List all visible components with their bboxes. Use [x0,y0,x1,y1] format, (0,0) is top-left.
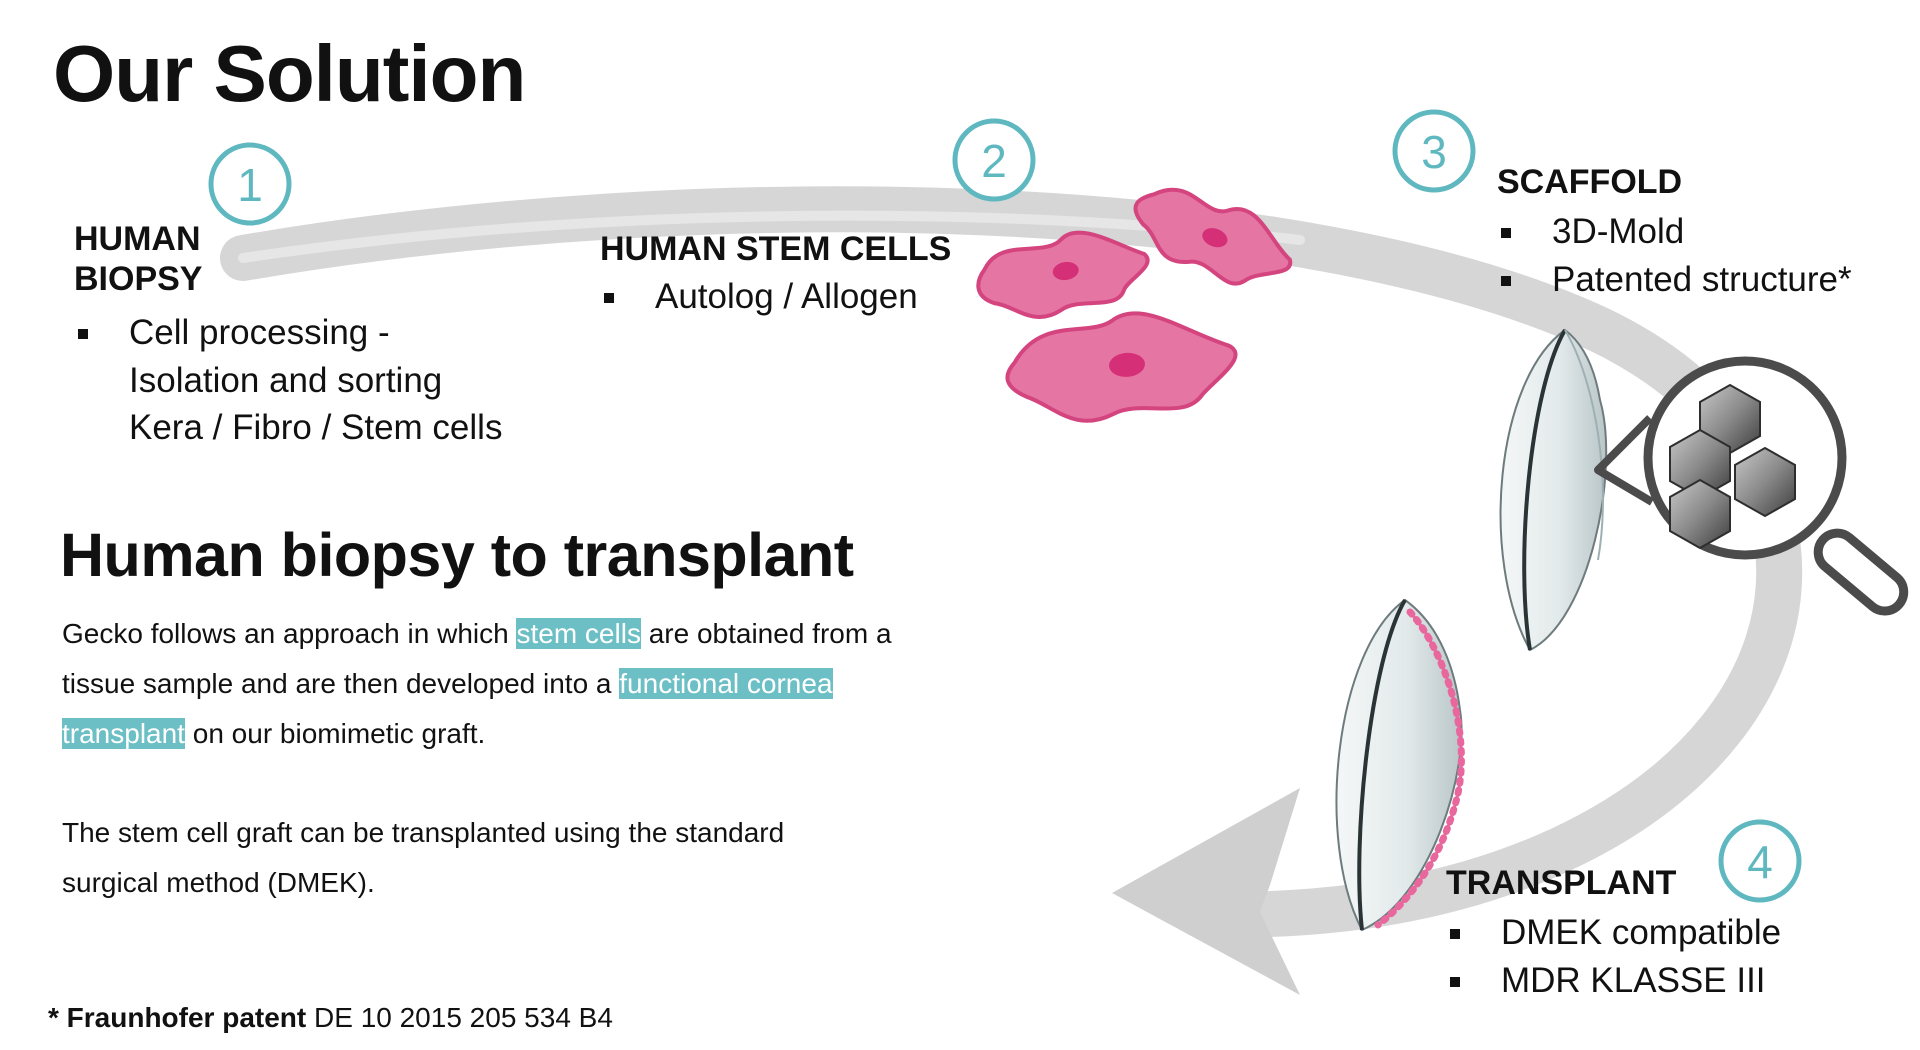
list-item: Autolog / Allogen [600,273,951,321]
stem-cell-icon [1005,311,1238,423]
step-4-number-icon: 4 [1718,819,1802,903]
list-item: Cell processing - [74,309,502,357]
step-2-heading: HUMAN STEM CELLS [600,230,952,268]
hexagon-scaffold-icon [1669,383,1796,550]
list-item: Patented structure* [1497,256,1852,304]
step-2-number-icon: 2 [952,118,1036,202]
step-3-heading: SCAFFOLD [1497,163,1683,201]
list-item: 3D-Mold [1497,208,1852,256]
list-item: DMEK compatible [1446,909,1781,957]
step-2-bullets: Autolog / Allogen [600,273,951,321]
svg-text:1: 1 [237,159,263,211]
section-paragraph-1: Gecko follows an approach in which stem … [62,618,892,749]
step-3-number-icon: 3 [1392,109,1476,193]
step-4-bullets: DMEK compatible MDR KLASSE III [1446,909,1781,1004]
stem-cell-icon [976,230,1150,319]
step-4-heading: TRANSPLANT [1446,864,1677,902]
svg-text:2: 2 [981,135,1007,187]
contact-lens-icon [1335,598,1465,932]
step-3-bullets: 3D-Mold Patented structure* [1497,208,1852,303]
footnote: * Fraunhofer patent DE 10 2015 205 534 B… [48,1002,613,1033]
contact-lens-icon [1499,328,1608,652]
step-3-block: SCAFFOLD 3D-Mold Patented structure* [1497,162,1852,303]
svg-text:3: 3 [1421,126,1447,178]
step-1-block: HUMAN BIOPSY Cell processing - Isolation… [74,219,502,452]
highlight-stem-cells: stem cells [516,618,641,649]
section-paragraph-2: The stem cell graft can be transplanted … [62,817,785,898]
page-title: Our Solution [53,29,526,118]
svg-text:4: 4 [1747,836,1773,888]
step-1-heading: HUMAN BIOPSY [74,220,203,299]
section-title: Human biopsy to transplant [60,521,854,589]
step-2-block: HUMAN STEM CELLS Autolog / Allogen [600,229,951,321]
step-1-number-icon: 1 [208,142,292,226]
step-4-block: TRANSPLANT DMEK compatible MDR KLASSE II… [1446,863,1781,1004]
magnifier-icon [1594,356,1909,616]
step-1-continuation: Isolation and sorting Kera / Fibro / Ste… [129,360,503,448]
stem-cell-icon [1133,187,1292,286]
list-item: MDR KLASSE III [1446,957,1781,1005]
step-1-bullets: Cell processing - [74,309,502,357]
